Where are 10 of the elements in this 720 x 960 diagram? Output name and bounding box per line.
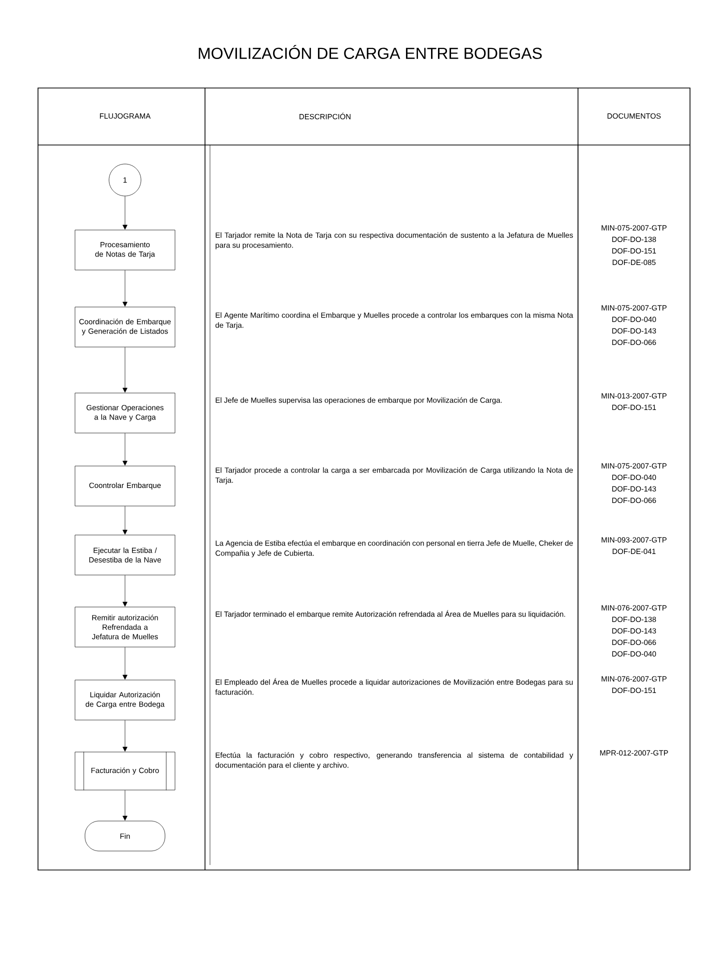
arrow [122, 196, 128, 230]
arrow [122, 790, 128, 821]
arrow [122, 720, 128, 752]
arrow [122, 647, 128, 680]
title: MOVILIZACIÓN DE CARGA ENTRE BODEGAS [198, 44, 542, 60]
arrow [122, 506, 128, 535]
arrow [122, 347, 128, 393]
arrow [122, 433, 128, 466]
arrow [122, 575, 128, 607]
arrow [122, 270, 128, 307]
